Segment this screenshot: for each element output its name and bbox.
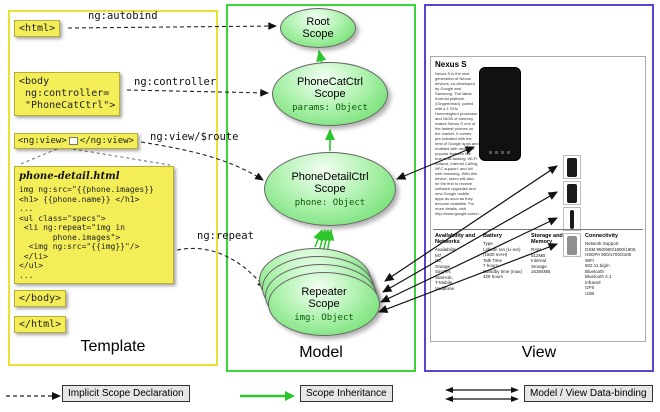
model-label: Model xyxy=(299,344,343,361)
legend-implicit-arrow-icon xyxy=(6,392,61,400)
scope-name: Repeater xyxy=(301,285,347,298)
ngview-tag-box: <ng:view> </ng:view> xyxy=(14,133,138,149)
scope-property: phone: Object xyxy=(294,197,366,208)
annotation-ng-autobind: ng:autobind xyxy=(88,10,158,22)
view-page-title: Nexus S xyxy=(435,60,467,69)
annotation-ng-controller: ng:controller xyxy=(134,76,217,88)
root-scope-ellipse: Root Scope xyxy=(280,8,356,48)
scope-type: Scope xyxy=(308,297,340,310)
thumbnail-phone-silhouette xyxy=(567,236,577,255)
view-label: View xyxy=(521,344,557,361)
spec-item: Internal Storage xyxy=(531,258,547,269)
code-line: <li ng:repeat="img in xyxy=(19,223,125,232)
spec-heading: Availability and Networks xyxy=(435,233,476,245)
phonedetail-scope-ellipse: PhoneDetailCtrl Scope phone: Object xyxy=(264,152,396,226)
spec-item: 428 hours xyxy=(483,274,504,279)
spec-item: Network Support xyxy=(585,241,619,246)
code-line: </li> xyxy=(19,251,48,261)
ngview-open-tag: <ng:view> xyxy=(18,136,67,146)
thumbnail-phone-silhouette xyxy=(567,158,577,177)
spec-heading: Battery xyxy=(483,233,502,239)
body-open-line: "PhoneCatCtrl"> xyxy=(19,100,116,111)
scope-property: img: Object xyxy=(294,312,354,323)
spec-item: 802.11 b/g/n xyxy=(585,263,610,268)
spec-item: Infrared xyxy=(585,279,601,285)
view-page: Nexus S Nexus S is the next generation o… xyxy=(430,56,646,342)
phone-screen xyxy=(484,75,516,144)
spec-item: GSM 850/900/1800/1900, HSDPA 900/1700/21… xyxy=(585,246,637,258)
code-line: ... xyxy=(19,270,34,280)
scope-type: Scope xyxy=(302,28,334,40)
scope-type: Scope xyxy=(314,182,346,195)
code-line: phone.images"> xyxy=(19,232,121,242)
phonecat-scope-ellipse: PhoneCatCtrl Scope params: Object xyxy=(272,62,388,126)
phone-detail-template-box: phone-detail.html img ng:src="{{phone.im… xyxy=(14,166,174,284)
thumbnail-phone-silhouette xyxy=(567,184,577,203)
spec-item: GPS xyxy=(585,285,595,290)
scope-type: Scope xyxy=(314,87,346,100)
phone-thumbnail-3 xyxy=(563,207,581,231)
phone-thumbnail-1 xyxy=(563,155,581,179)
view-page-description: Nexus S is the next generation of Nexus … xyxy=(435,71,479,216)
thumbnail-phone-silhouette xyxy=(570,210,574,229)
repeater-scope-ellipse: Repeater Scope img: Object xyxy=(268,272,380,336)
body-close-tag-box: </body> xyxy=(14,290,67,307)
legend-implicit-label: Implicit Scope Declaration xyxy=(62,385,190,402)
code-line: ... xyxy=(19,204,34,213)
legend-inheritance-label: Scope Inheritance xyxy=(300,385,393,402)
annotation-ng-view-route: ng:view/$route xyxy=(150,131,239,143)
body-open-line: <body xyxy=(19,76,50,87)
scope-property: params: Object xyxy=(292,102,368,113)
legend: Implicit Scope Declaration Scope Inherit… xyxy=(0,382,660,412)
phone-main-image xyxy=(479,67,521,161)
phone-thumbnail-4 xyxy=(563,233,581,257)
spec-item: USB xyxy=(585,290,595,296)
body-open-line: ng:controller= xyxy=(19,88,110,99)
phone-thumbnail-2 xyxy=(563,181,581,205)
code-title: phone-detail.html xyxy=(19,171,120,182)
body-open-tag-box: <body ng:controller= "PhoneCatCtrl"> xyxy=(14,72,121,116)
html-open-tag-box: <html> xyxy=(14,20,61,37)
spec-item: Vodafone xyxy=(435,285,455,291)
spec-item: WiFi xyxy=(585,257,594,263)
spec-item: Bluetooth xyxy=(585,268,605,274)
spec-table-divider xyxy=(433,229,643,230)
legend-databinding-label: Model / View Data-binding xyxy=(524,385,653,402)
ngview-close-tag: </ng:view> xyxy=(79,136,134,146)
code-line: </ul> xyxy=(19,261,44,270)
scope-name: Root xyxy=(306,16,330,28)
scope-name: PhoneCatCtrl xyxy=(296,75,364,88)
spec-item: 16384MB xyxy=(531,269,551,274)
annotation-ng-repeat: ng:repeat xyxy=(197,230,254,242)
legend-inheritance-arrow-icon xyxy=(240,391,295,401)
template-label: Template xyxy=(80,338,146,355)
code-line: <ul class="specs"> xyxy=(19,213,106,223)
spec-item: Bluetooth 2.1 xyxy=(585,274,612,279)
code-line: <h1> {{phone.name}} </h1> xyxy=(19,194,140,204)
code-line: <img ng:src="{{img}}"/> xyxy=(19,242,140,251)
scope-name: PhoneDetailCtrl xyxy=(291,170,369,183)
spec-heading: Storage and Memory xyxy=(531,233,563,245)
legend-databinding-arrows-icon xyxy=(445,387,519,402)
html-close-tag-box: </html> xyxy=(14,316,67,333)
code-line: img ng:src="{{phone.images}} xyxy=(19,185,154,194)
spec-item: Lithium Ion (Li-Ion) (1500 mAH) xyxy=(483,246,521,258)
view-placeholder-icon xyxy=(68,137,78,145)
phone-buttons xyxy=(489,151,513,154)
spec-heading: Connectivity xyxy=(585,233,619,239)
